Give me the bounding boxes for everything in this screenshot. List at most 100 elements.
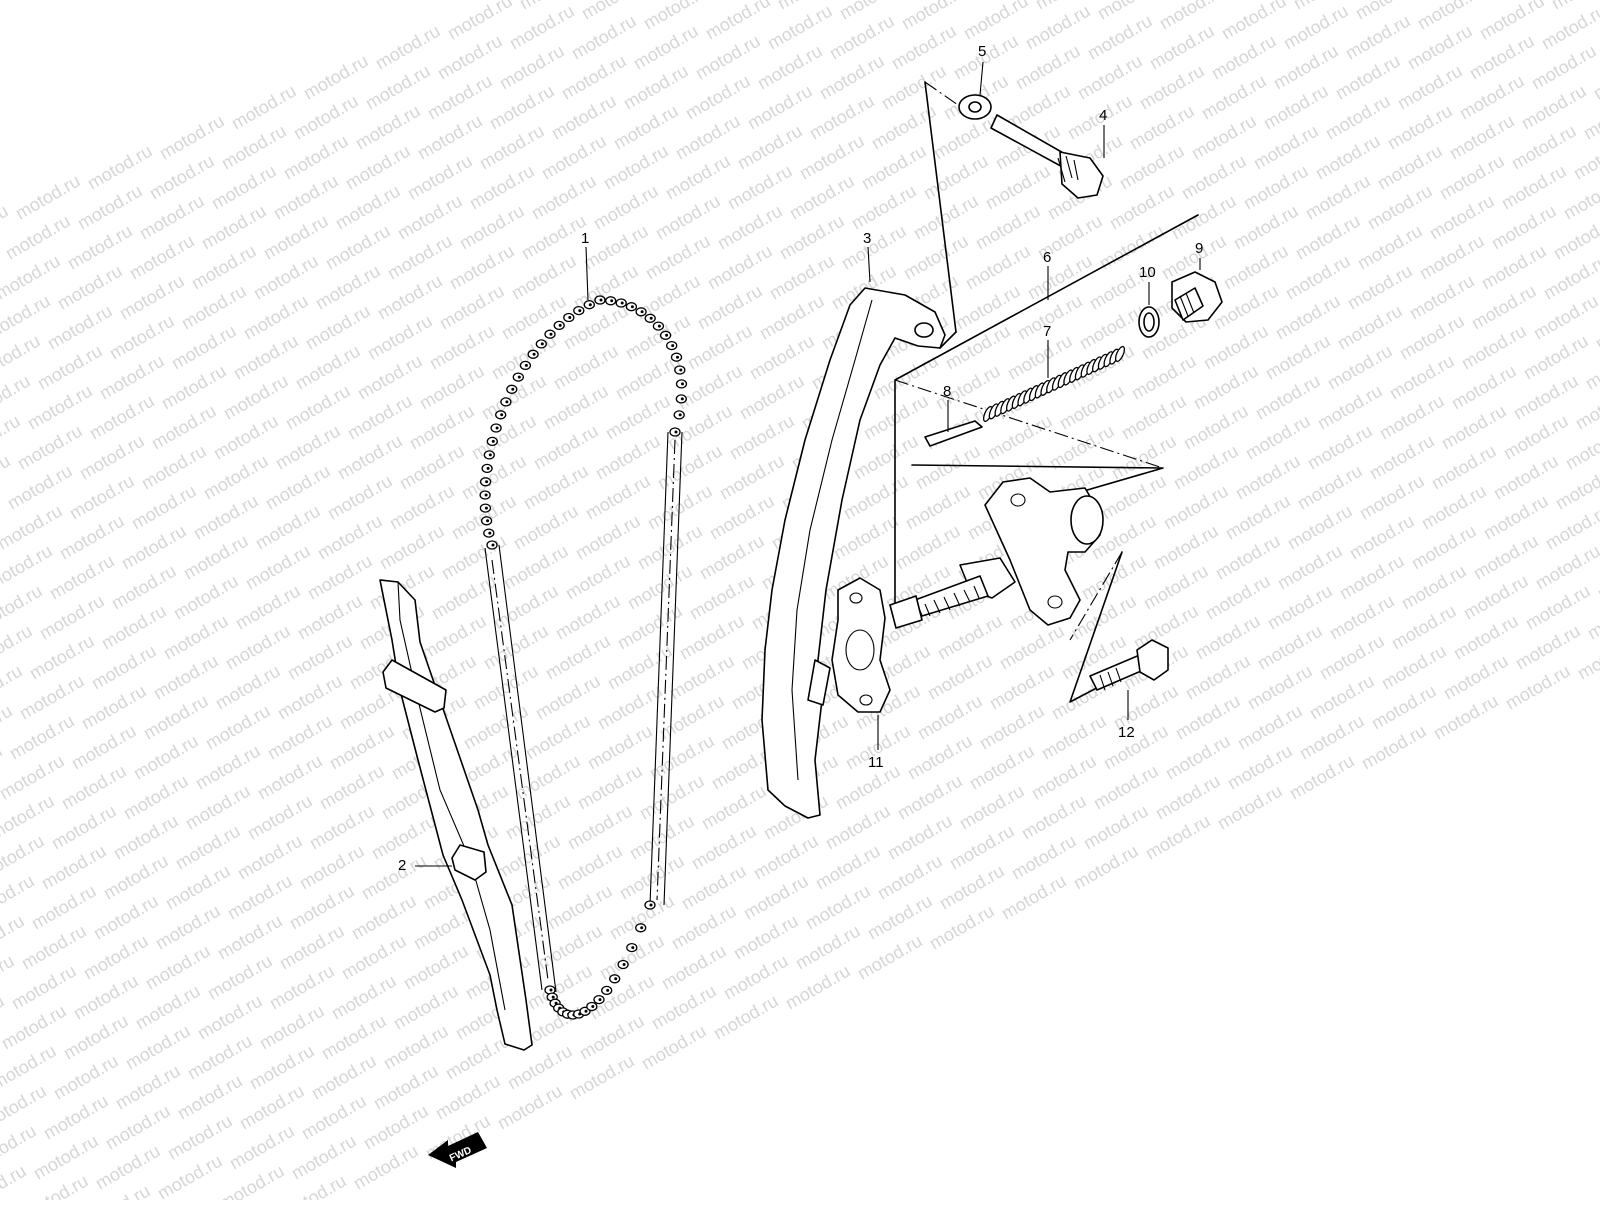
- watermark-text: motod.ru: [1260, 81, 1332, 134]
- watermark-text: motod.ru: [698, 781, 770, 834]
- watermark-text: motod.ru: [1274, 541, 1346, 594]
- watermark-text: motod.ru: [1312, 131, 1384, 184]
- watermark-text: motod.ru: [786, 171, 858, 224]
- watermark-text: motod.ru: [1156, 0, 1228, 33]
- watermark-text: motod.ru: [750, 831, 822, 884]
- watermark-text: motod.ru: [1456, 71, 1528, 124]
- spring-coil: [1114, 345, 1126, 363]
- watermark-text: motod.ru: [902, 481, 974, 534]
- chain-pin: [680, 397, 684, 401]
- watermark-text: motod.ru: [232, 581, 304, 634]
- watermark-text: motod.ru: [568, 11, 640, 64]
- watermark-text: motod.ru: [1376, 391, 1448, 444]
- watermark-text: motod.ru: [656, 691, 728, 744]
- watermark-text: motod.ru: [404, 151, 476, 204]
- watermark-text: motod.ru: [1182, 651, 1254, 704]
- callout-2: 2: [398, 857, 406, 874]
- watermark-text: motod.ru: [694, 281, 766, 334]
- watermark-text: motod.ru: [1150, 521, 1222, 574]
- watermark-text: motod.ru: [1280, 1, 1352, 54]
- watermark-text: motod.ru: [282, 381, 354, 434]
- watermark-text: motod.ru: [942, 321, 1014, 374]
- watermark-text: motod.ru: [438, 531, 510, 584]
- watermark-text: motod.ru: [1498, 161, 1570, 214]
- watermark-text: motod.ru: [152, 901, 224, 954]
- watermark-text: motod.ru: [1210, 281, 1282, 334]
- watermark-text: motod.ru: [416, 361, 488, 414]
- callout-8: 8: [943, 383, 951, 400]
- watermark-text: motod.ru: [296, 841, 368, 894]
- chain-pin: [484, 506, 488, 510]
- tensioner-bracket: [894, 214, 1199, 703]
- watermark-text: motod.ru: [1292, 211, 1364, 264]
- watermark-text: motod.ru: [64, 221, 136, 274]
- watermark-text: motod.ru: [92, 1141, 164, 1194]
- watermark-text: motod.ru: [1532, 541, 1600, 594]
- watermark-text: motod.ru: [1414, 0, 1486, 33]
- watermark-text: motod.ru: [226, 1121, 298, 1174]
- watermark-text: motod.ru: [1168, 191, 1240, 244]
- watermark-text: motod.ru: [390, 981, 462, 1034]
- watermark-text: motod.ru: [1294, 461, 1366, 514]
- watermark-text: motod.ru: [1384, 101, 1456, 154]
- watermark-text: motod.ru: [558, 51, 630, 104]
- watermark-text: motod.ru: [678, 861, 750, 914]
- arm-bolt-group: [924, 81, 1104, 349]
- watermark-text: motod.ru: [626, 811, 698, 864]
- watermark-text: motod.ru: [960, 0, 1032, 43]
- watermark-text: motod.ru: [838, 221, 910, 274]
- watermark-text: motod.ru: [746, 331, 818, 384]
- watermark-text: motod.ru: [1286, 751, 1358, 804]
- chain-pin: [676, 355, 679, 359]
- watermark-text: motod.ru: [56, 511, 128, 564]
- watermark-text: motod.ru: [88, 641, 160, 694]
- watermark-text: motod.ru: [912, 441, 984, 494]
- watermark-text: motod.ru: [864, 891, 936, 944]
- watermark-text: motod.ru: [554, 841, 626, 894]
- watermark-text: motod.ru: [914, 691, 986, 744]
- watermark-text: motod.ru: [1408, 521, 1480, 574]
- watermark-text: motod.ru: [682, 71, 754, 124]
- watermark-text: motod.ru: [822, 801, 894, 854]
- watermark-text: motod.ru: [156, 111, 228, 164]
- callout-10: 10: [1139, 264, 1156, 281]
- watermark-text: motod.ru: [112, 1061, 184, 1114]
- watermark-text: motod.ru: [396, 441, 468, 494]
- watermark-text: motod.ru: [120, 771, 192, 824]
- chain-pin: [598, 998, 602, 1002]
- watermark-text: motod.ru: [1160, 481, 1232, 534]
- watermark-text: motod.ru: [102, 1101, 174, 1154]
- watermark-text: motod.ru: [1364, 181, 1436, 234]
- watermark-text: motod.ru: [372, 21, 444, 74]
- watermark-text: motod.ru: [1074, 51, 1146, 104]
- chain-pin: [606, 988, 610, 992]
- watermark-text: motod.ru: [1466, 31, 1538, 84]
- watermark-text: motod.ru: [1214, 781, 1286, 834]
- watermark-text: motod.ru: [520, 461, 592, 514]
- watermark-text: motod.ru: [972, 201, 1044, 254]
- watermark-text: motod.ru: [1224, 741, 1296, 794]
- watermark-text: motod.ru: [1426, 191, 1498, 244]
- watermark-text: motod.ru: [216, 1161, 288, 1200]
- watermark-text: motod.ru: [294, 591, 366, 644]
- watermark-text: motod.ru: [418, 611, 490, 664]
- watermark-text: motod.ru: [1488, 201, 1560, 254]
- watermark-text: motod.ru: [496, 41, 568, 94]
- watermark-text: motod.ru: [96, 351, 168, 404]
- watermark-text: motod.ru: [180, 531, 252, 584]
- watermark-text: motod.ru: [368, 811, 440, 864]
- watermark-text: motod.ru: [1344, 261, 1416, 314]
- watermark-text: motod.ru: [1470, 531, 1542, 584]
- chain-pin: [511, 387, 515, 391]
- watermark-text: motod.ru: [324, 471, 396, 524]
- chain-pin: [584, 1009, 588, 1013]
- chain-pin: [631, 946, 635, 950]
- watermark-text: motod.ru: [218, 121, 290, 174]
- watermark-text: motod.ru: [4, 461, 76, 514]
- chain-pin: [599, 298, 603, 302]
- bolt-head: [1059, 151, 1104, 199]
- watermark-text: motod.ru: [136, 191, 208, 244]
- watermark-text: motod.ru: [30, 1131, 102, 1184]
- watermark-text: motod.ru: [1162, 731, 1234, 784]
- watermark-text: motod.ru: [736, 371, 808, 424]
